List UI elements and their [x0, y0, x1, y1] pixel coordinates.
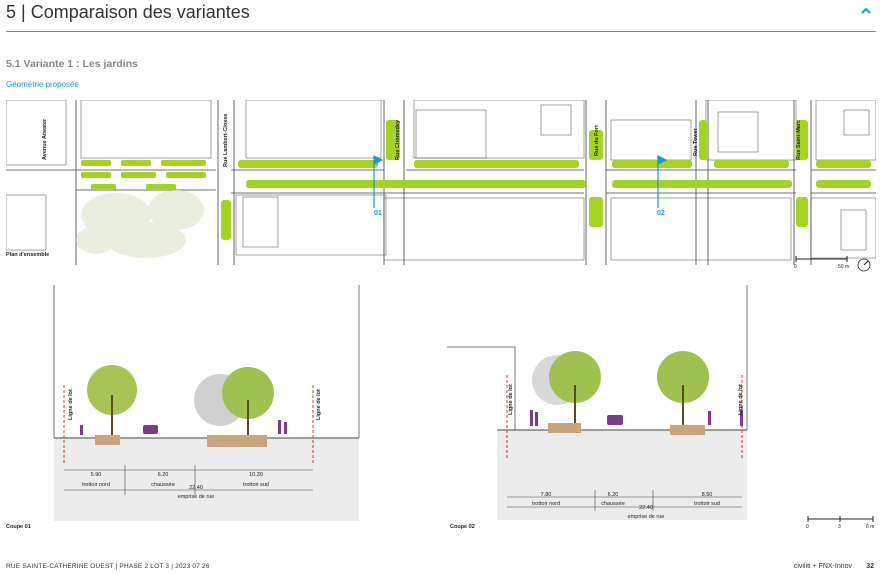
dimension-label: trottoir sud	[243, 482, 269, 488]
total-dimension-value: 22.40	[189, 485, 203, 491]
total-dimension-label: emprise de rue	[627, 514, 665, 520]
section-subheading: Géométrie proposée	[6, 80, 79, 89]
total-dimension-label: emprise de rue	[177, 494, 215, 500]
dimension-value: 6.20	[607, 492, 619, 498]
site-plan	[6, 100, 876, 265]
lot-line-label: Ligne de lot	[738, 384, 744, 415]
header-divider	[6, 31, 876, 32]
page-number: 32	[866, 563, 874, 570]
page-title: 5 | Comparaison des variantes	[6, 2, 250, 22]
dimension-value: 8.50	[701, 492, 713, 498]
lot-line-label: Ligne de lot	[508, 384, 514, 415]
north-arrow-icon	[857, 258, 871, 272]
section-scale-bar	[807, 516, 874, 522]
dimension-value: 7.80	[540, 492, 552, 498]
plan-scale-start: 0	[794, 264, 797, 270]
lot-line-label: Ligne de lot	[316, 389, 322, 420]
scale-tick: 6 m	[866, 524, 875, 530]
chevron-up-icon[interactable]	[860, 6, 872, 16]
cut-01-label: Coupe 01	[6, 524, 31, 530]
dimension-value: 6.20	[157, 472, 169, 478]
dimension-label: chaussée	[601, 501, 625, 507]
footer-authors: civiliti + FNX-Innov	[793, 563, 852, 570]
street-label: Avenue Atwater	[42, 118, 48, 160]
dimension-label: trottoir sud	[694, 501, 720, 507]
scale-tick: 0	[806, 524, 809, 530]
section-heading: 5.1 Variante 1 : Les jardins	[6, 58, 138, 70]
cut-02-drawing	[447, 285, 748, 520]
dimension-value: 10.30	[249, 472, 263, 478]
street-label: Rue Tower	[693, 128, 699, 156]
street-label: Rue du Fort	[594, 125, 600, 156]
plan-scale-end: 50 m	[838, 264, 850, 270]
lot-line-label: Ligne de lot	[68, 389, 74, 420]
plan-scale-bar	[795, 256, 848, 262]
scale-tick: 3	[838, 524, 841, 530]
dimension-value: 5.90	[90, 472, 102, 478]
street-label: Rue Lambert-Closse	[223, 113, 229, 168]
dimension-label: trottoir nord	[81, 482, 111, 488]
dimension-label: chaussée	[151, 482, 175, 488]
plan-label: Plan d'ensemble	[6, 252, 50, 258]
street-label: Rue Chomedey	[395, 119, 401, 160]
cut-02-label: Coupe 02	[450, 524, 475, 530]
footer-project: RUE SAINTE-CATHERINE OUEST | PHASE 2 LOT…	[6, 563, 210, 570]
section-marker-02: 02	[657, 210, 665, 217]
total-dimension-value: 22.40	[639, 505, 653, 511]
street-label: Rue Saint-Marc	[796, 119, 802, 160]
cut-01-drawing	[53, 285, 360, 521]
dimension-label: trottoir nord	[531, 501, 561, 507]
section-marker-01: 01	[374, 210, 382, 217]
